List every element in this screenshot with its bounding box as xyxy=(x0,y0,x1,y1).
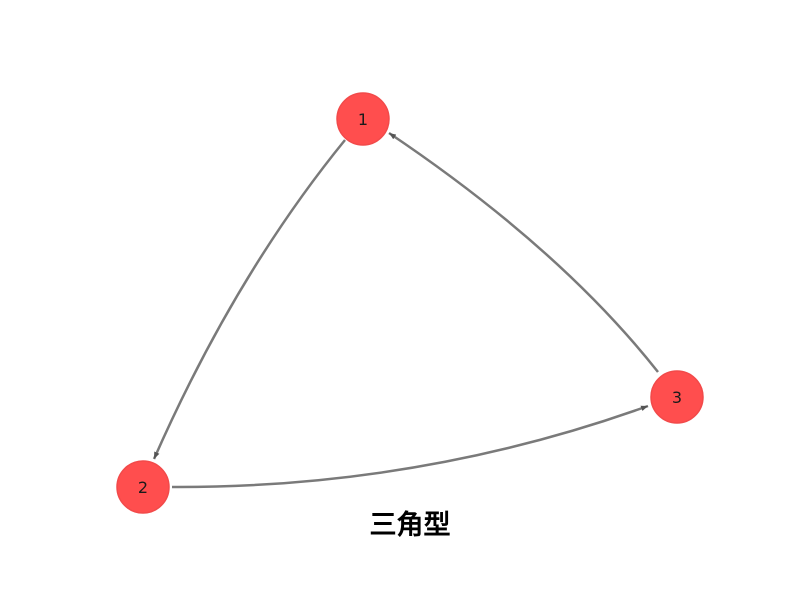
node-3-circle xyxy=(650,370,704,424)
edge-3-to-1 xyxy=(388,131,659,373)
node-3-label: 3 xyxy=(672,388,682,407)
node-1-label: 1 xyxy=(358,110,368,129)
edge-1-to-2 xyxy=(152,139,346,460)
node-2: 2 xyxy=(116,460,170,514)
edge-2-to-3 xyxy=(171,404,649,489)
diagram-caption: 三角型 xyxy=(369,510,451,541)
node-2-label: 2 xyxy=(138,478,148,497)
node-1: 1 xyxy=(336,92,390,146)
node-3: 3 xyxy=(650,370,704,424)
node-1-circle xyxy=(336,92,390,146)
node-2-circle xyxy=(116,460,170,514)
